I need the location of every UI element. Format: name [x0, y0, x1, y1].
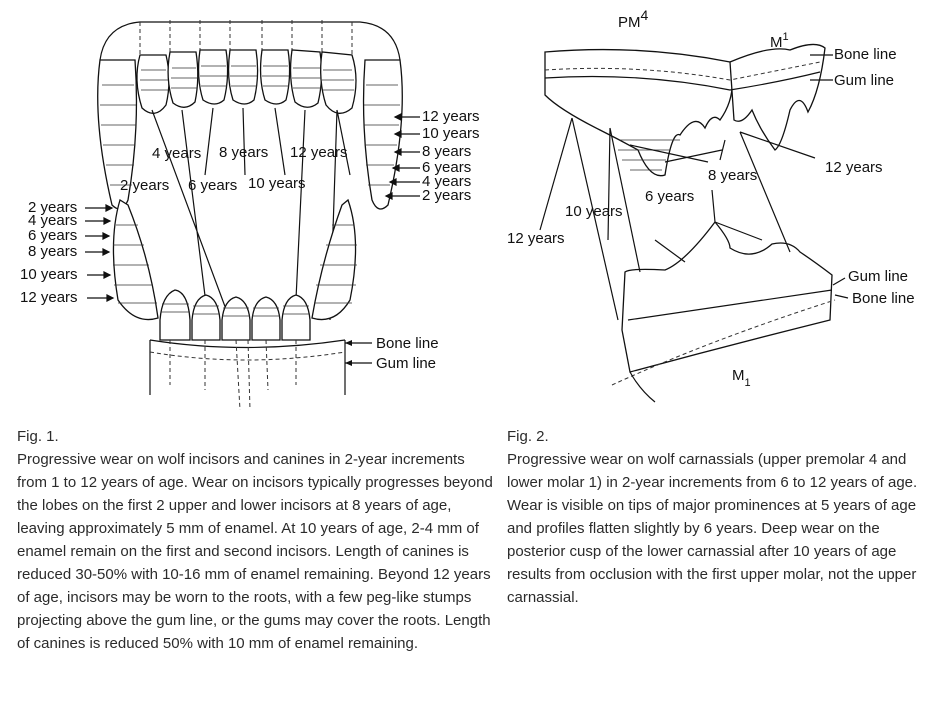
upper-root-lines: [139, 20, 353, 55]
fig1-label-bone-line: Bone line: [376, 335, 439, 352]
fig2-label-m1-upper: M1: [770, 31, 789, 51]
fig1-label-mid-2: 2 years: [120, 177, 169, 194]
fig1-label-mid-8: 8 years: [219, 144, 268, 161]
fig1-label-right-10: 10 years: [422, 125, 480, 142]
lower-jaw-base: [629, 371, 656, 403]
fig1-incisor-canine-diagram: 12 years 10 years 8 years 6 years 4 year…: [20, 20, 480, 411]
fig2-caption: Fig. 2. Progressive wear on wolf carnass…: [507, 425, 939, 609]
lower-bone-line: [611, 299, 836, 386]
fig1-label-left-2: 2 years: [28, 199, 77, 216]
fig2-label-gum-line-top: Gum line: [834, 72, 894, 89]
lower-incisor-wear-bands: [161, 303, 310, 317]
fig1-label-left-6: 6 years: [28, 227, 77, 244]
fig1-caption-title: Fig. 1.: [17, 428, 59, 445]
fig2-label-m1-lower: M1: [732, 367, 751, 389]
fig2-label-bone-line-bottom: Bone line: [852, 290, 915, 307]
fig2-label-8-years: 8 years: [708, 167, 757, 184]
lower-canine-year-arrows: [85, 204, 115, 302]
fig1-label-left-4: 4 years: [28, 212, 77, 229]
upper-gum-line: [544, 71, 821, 91]
upper-bone-line: [544, 61, 821, 81]
fig2-label-gum-line-bottom: Gum line: [848, 268, 908, 285]
fig1-label-left-10: 10 years: [20, 266, 78, 283]
fig2-caption-title: Fig. 2.: [507, 428, 549, 445]
lower-root-lines: [169, 339, 297, 411]
fig1-label-gum-line: Gum line: [376, 355, 436, 372]
upper-jaw-outline: [99, 21, 401, 61]
lower-jaw-outline: [149, 339, 346, 395]
fig2-label-12-years-right: 12 years: [825, 159, 883, 176]
upper-canine-year-arrows: [384, 113, 420, 200]
fig2-caption-text: Progressive wear on wolf carnassials (up…: [507, 451, 918, 606]
upper-incisor-wear-bands: [140, 65, 354, 91]
lower-gum-line: [627, 289, 833, 321]
fig1-label-mid-6: 6 years: [188, 177, 237, 194]
fig2-label-bone-line-top: Bone line: [834, 46, 897, 63]
incisor-pointer-lines: [151, 107, 351, 321]
lower-right-canine: [311, 198, 357, 321]
upper-pm4-wear-bands: [618, 139, 680, 171]
fig1-label-left-8: 8 years: [28, 243, 77, 260]
upper-pm4: [544, 48, 734, 177]
fig2-label-stubs: [810, 54, 849, 299]
fig1-label-right-8: 8 years: [422, 143, 471, 160]
fig1-label-mid-12: 12 years: [290, 144, 348, 161]
lower-incisors: [159, 289, 311, 341]
fig1-caption-text: Progressive wear on wolf incisors and ca…: [17, 451, 493, 652]
bone-gum-arrows: [345, 342, 372, 364]
fig1-label-right-12: 12 years: [422, 108, 480, 125]
fig1-label-right-6: 6 years: [422, 159, 471, 176]
fig2-label-pm4: PM4: [618, 7, 649, 31]
upper-m1: [729, 43, 826, 151]
fig2-carnassial-diagram: PM4 M1 Bone line Gum line 12 years 8 yea…: [507, 7, 915, 403]
lower-gum-line: [149, 351, 346, 361]
upper-incisors: [136, 49, 357, 114]
fig1-caption: Fig. 1. Progressive wear on wolf incisor…: [17, 425, 495, 655]
fig2-label-12-years-left: 12 years: [507, 230, 565, 247]
lower-m1: [621, 220, 833, 373]
lower-canine-wear-bands: [113, 224, 357, 304]
upper-canine-wear-bands: [100, 84, 400, 186]
fig2-label-10-years: 10 years: [565, 203, 623, 220]
lower-left-canine: [112, 198, 159, 321]
fig1-label-mid-10: 10 years: [248, 175, 306, 192]
fig1-label-right-4: 4 years: [422, 173, 471, 190]
fig2-label-6-years: 6 years: [645, 188, 694, 205]
fig1-label-mid-4: 4 years: [152, 145, 201, 162]
fig1-label-left-12: 12 years: [20, 289, 78, 306]
fig1-label-right-2: 2 years: [422, 187, 471, 204]
fig2-pointer-lines: [539, 117, 816, 321]
